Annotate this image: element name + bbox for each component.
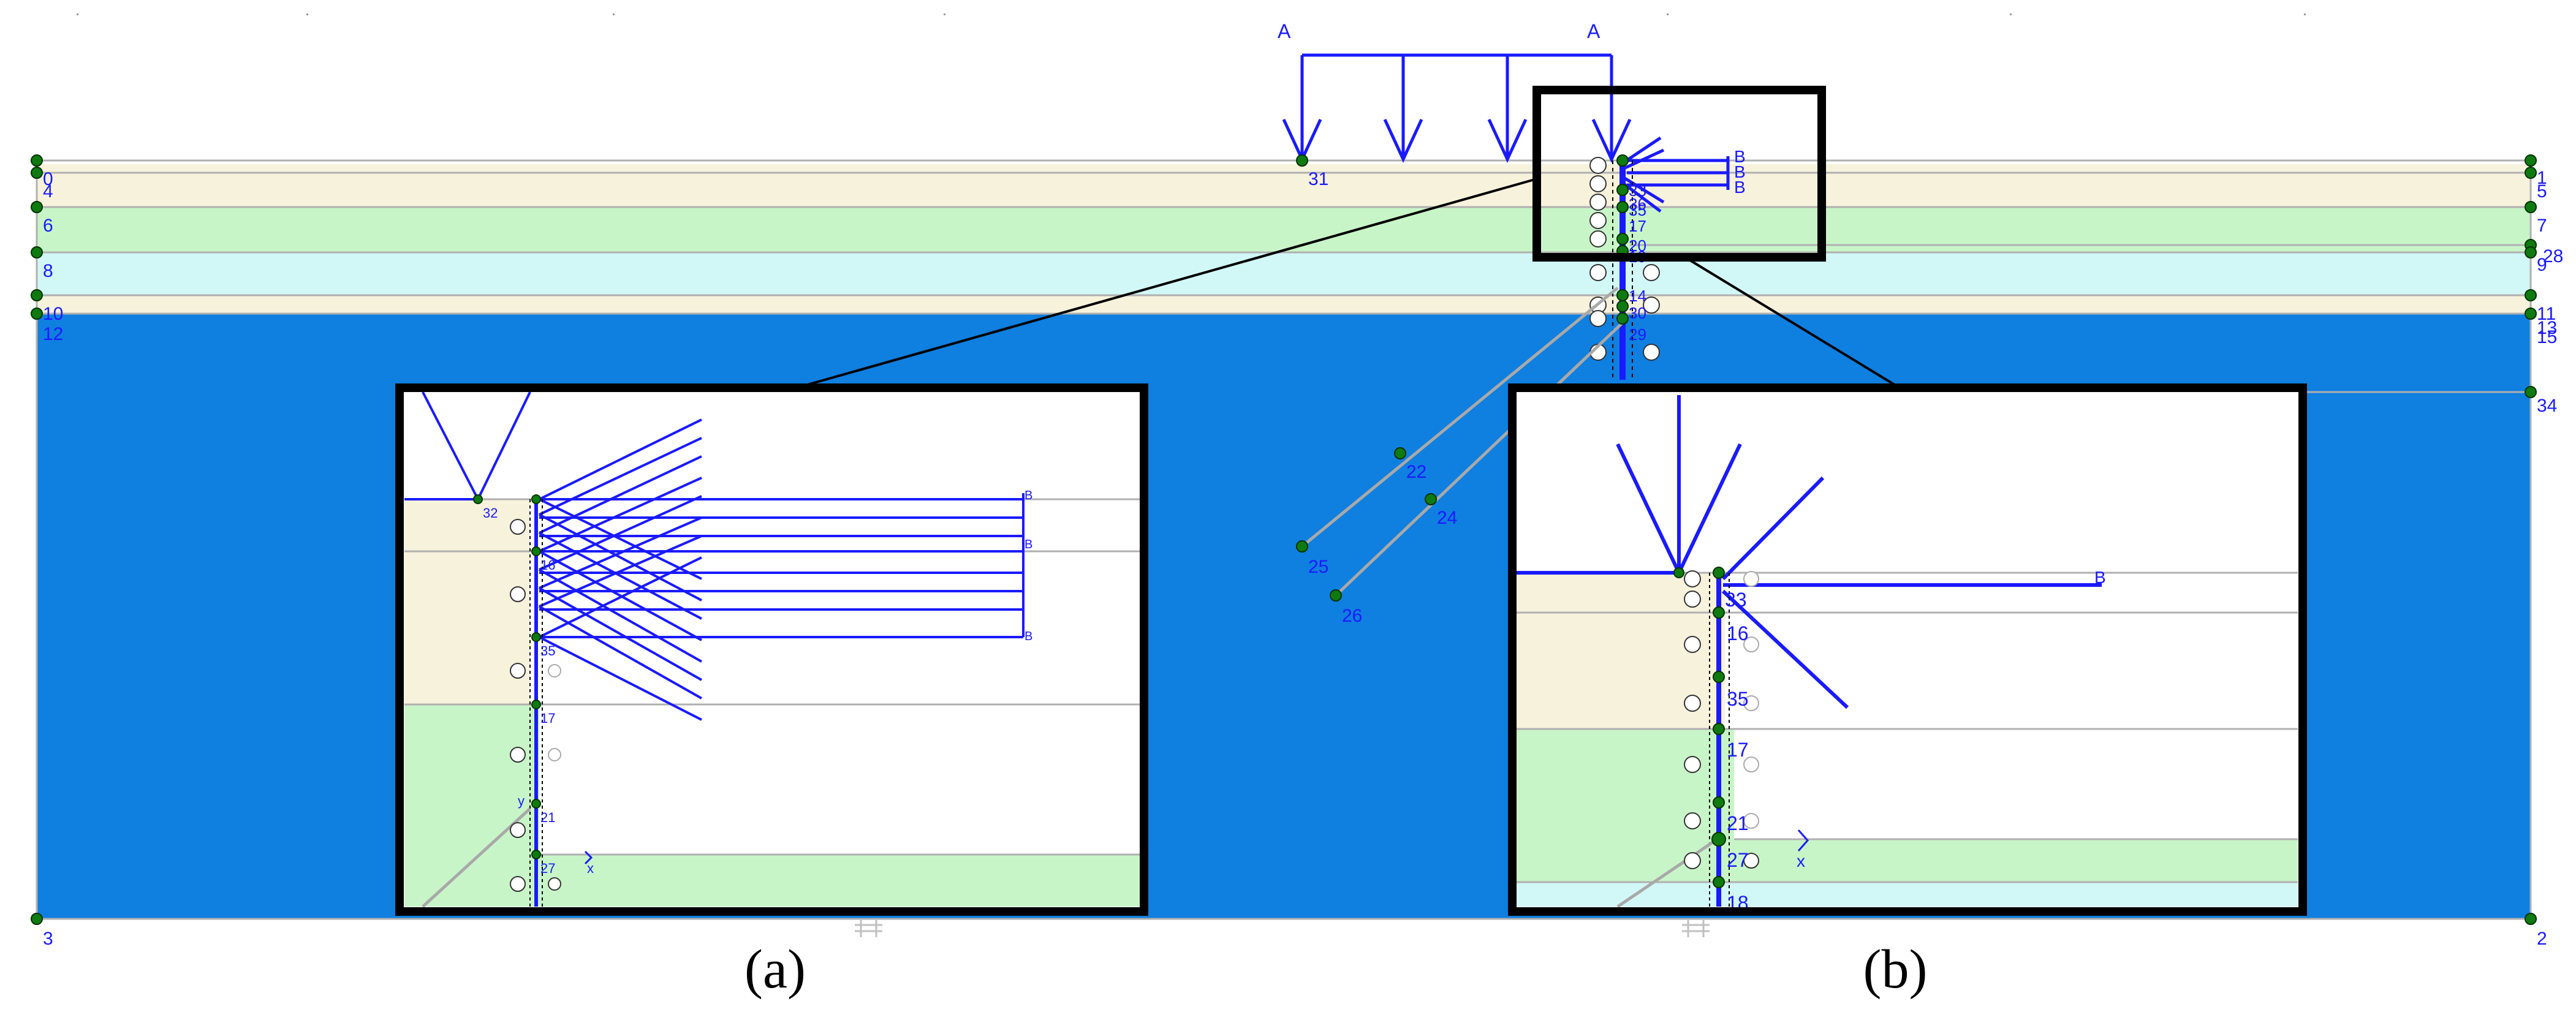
inset-b-node-label: 16: [1727, 622, 1749, 644]
node-label: 33: [1629, 181, 1646, 200]
node-label: 25: [1308, 557, 1328, 577]
inset-a-node-label: 32: [483, 505, 498, 521]
node-label: 34: [2537, 396, 2557, 416]
inset-a-load-b-label: B: [1025, 489, 1032, 502]
load-a-label-right: A: [1587, 20, 1601, 42]
node-label: 29: [1629, 325, 1646, 344]
layer-cream-bottom: [37, 295, 2531, 314]
node-label: 6: [43, 216, 53, 236]
node-label: 2: [2537, 929, 2547, 949]
node-label: 24: [1437, 508, 1457, 528]
inset-a-load-b-label: B: [1025, 538, 1032, 551]
node-label: 4: [43, 181, 53, 202]
layer-cream-top: [37, 164, 2531, 207]
node-label: 5: [2537, 181, 2547, 202]
node-label: 9: [2537, 255, 2547, 275]
node-label: 26: [1342, 606, 1362, 626]
anchor-loads-b: [1623, 136, 1730, 213]
inset-a-node-label: 16: [540, 557, 555, 573]
node-label: 36: [1629, 195, 1646, 213]
zoom-connector: [796, 178, 1901, 389]
load-b-label-2: B: [1734, 162, 1746, 181]
inset-b-load-b-label: B: [2094, 568, 2106, 587]
node-points: [31, 154, 2537, 925]
caption-a: (a): [744, 939, 806, 1000]
inset-a-node-label: 35: [540, 643, 555, 659]
load-a-label-left: A: [1278, 20, 1291, 42]
inset-a-node-label: 27: [540, 861, 555, 876]
node-label: 30: [1629, 304, 1646, 322]
distributed-load-a: [1282, 53, 1632, 163]
node-label: 8: [43, 261, 53, 281]
node-label: 28: [2543, 246, 2563, 266]
node-label: 22: [1406, 462, 1426, 482]
inset-b-node-label: 27: [1727, 849, 1749, 871]
inset-a-node-label: 17: [540, 711, 555, 726]
node-label: 31: [1308, 169, 1328, 189]
inset-b-node-label: 21: [1727, 812, 1749, 834]
load-b-label-3: B: [1734, 178, 1746, 197]
layer-cyan: [37, 252, 2531, 295]
inset-a-axis-y: y: [518, 793, 525, 809]
node-label: 14: [1629, 287, 1646, 305]
node-label: 13: [2537, 318, 2557, 338]
node-label: 10: [43, 304, 63, 324]
inset-a-node-label: 21: [540, 810, 555, 825]
caption-b: (b): [1863, 939, 1928, 1000]
node-label: 20: [1629, 236, 1646, 255]
node-label: 1: [2537, 168, 2547, 188]
node-label: 0: [43, 169, 53, 189]
inset-a-load-b-label: B: [1025, 630, 1032, 643]
ground-anchors: [1301, 287, 1625, 597]
inset-b-node-label: 33: [1725, 589, 1747, 611]
inset-b-node-label: 35: [1727, 688, 1749, 710]
node-label: 15: [2537, 327, 2557, 347]
inset-b-axis-x: x: [1797, 851, 1805, 870]
inset-b-node-label: 17: [1727, 739, 1749, 761]
retaining-wall: [1612, 160, 1633, 380]
node-label: 3: [43, 929, 53, 949]
zoom-box: [1532, 86, 1826, 262]
inset-a-axis-x: x: [587, 861, 594, 876]
node-label: 17: [1629, 217, 1646, 235]
node-label: 12: [43, 324, 63, 344]
node-label: 11: [2537, 304, 2556, 324]
node-label: 7: [2537, 216, 2547, 236]
inset-a: 32 16 35 17 21 27 y x B B B: [395, 383, 1148, 916]
inset-b: 33 16 35 17 21 27 18 x B: [1508, 383, 2307, 916]
node-label: 35: [1629, 201, 1646, 219]
load-b-label-1: B: [1734, 147, 1746, 166]
